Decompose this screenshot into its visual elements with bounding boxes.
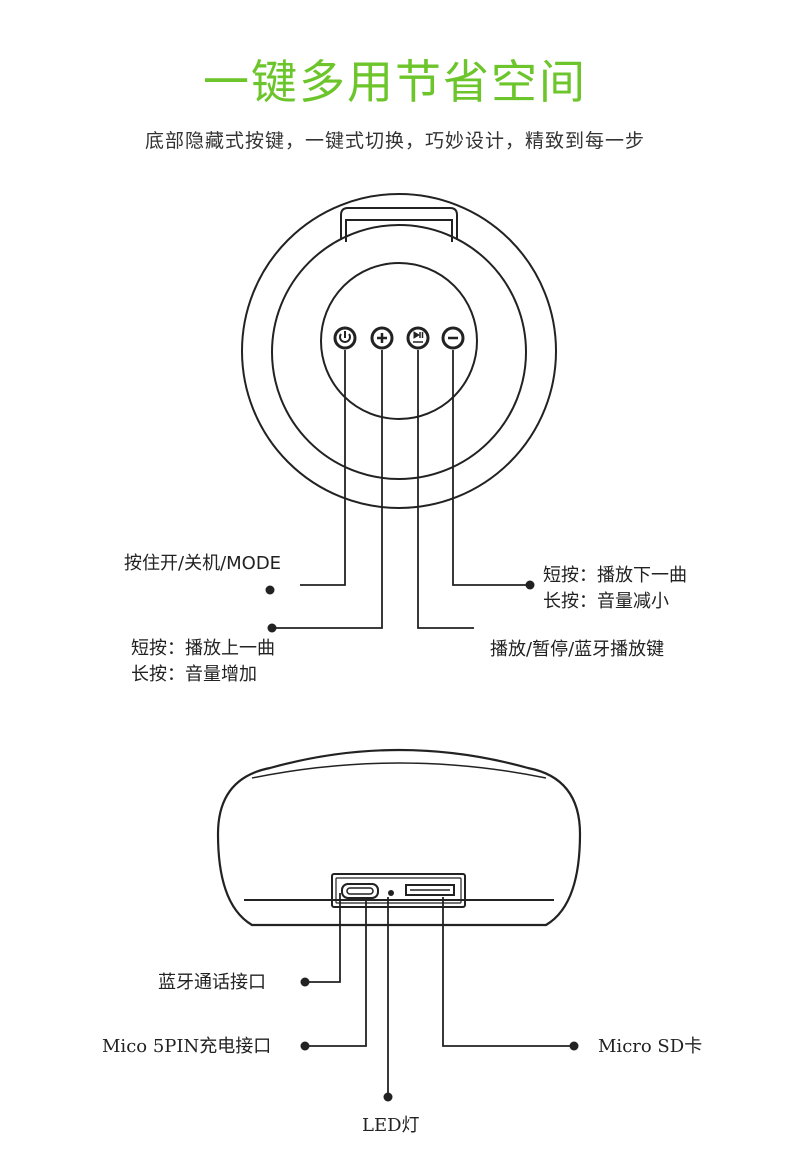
top-leader-lines [270,350,530,629]
bt-port-label: 蓝牙通话接口 [158,972,266,993]
speaker-top-view [241,193,557,509]
sd-label: Micro SD卡 [598,1036,703,1057]
sd-card-slot [405,884,455,896]
plus-icon [370,326,394,350]
power-icon [333,326,357,350]
micro-usb-port [341,883,379,899]
top-leader-dots [265,580,535,633]
charge-port-label: Mico 5PIN充电接口 [102,1036,272,1057]
minus-label-long: 长按：音量减小 [543,591,669,612]
button-panel [320,262,478,420]
power-label: 按住开/关机/MODE [124,553,282,574]
minus-label-short: 短按：播放下一曲 [543,565,687,586]
page-title: 一键多用节省空间 [203,55,587,109]
led-label: LED灯 [362,1115,420,1136]
plus-label-short: 短按：播放上一曲 [131,638,275,659]
led-indicator [388,890,394,896]
strap-handle [340,207,458,240]
minus-icon [441,326,465,350]
bottom-leader-lines [305,893,574,1096]
outer-ring [241,193,557,509]
port-panel [331,873,466,908]
page-subtitle: 底部隐藏式按键，一键式切换，巧妙设计，精致到每一步 [144,130,645,152]
plus-label-long: 长按：音量增加 [131,664,257,685]
speaker-side-view [216,748,582,927]
strap-handle-inner [345,219,453,242]
bottom-leader-dots [300,890,579,1102]
play-pause-icon [406,326,430,350]
play-label: 播放/暂停/蓝牙播放键 [490,639,665,660]
inner-ring [271,224,527,480]
